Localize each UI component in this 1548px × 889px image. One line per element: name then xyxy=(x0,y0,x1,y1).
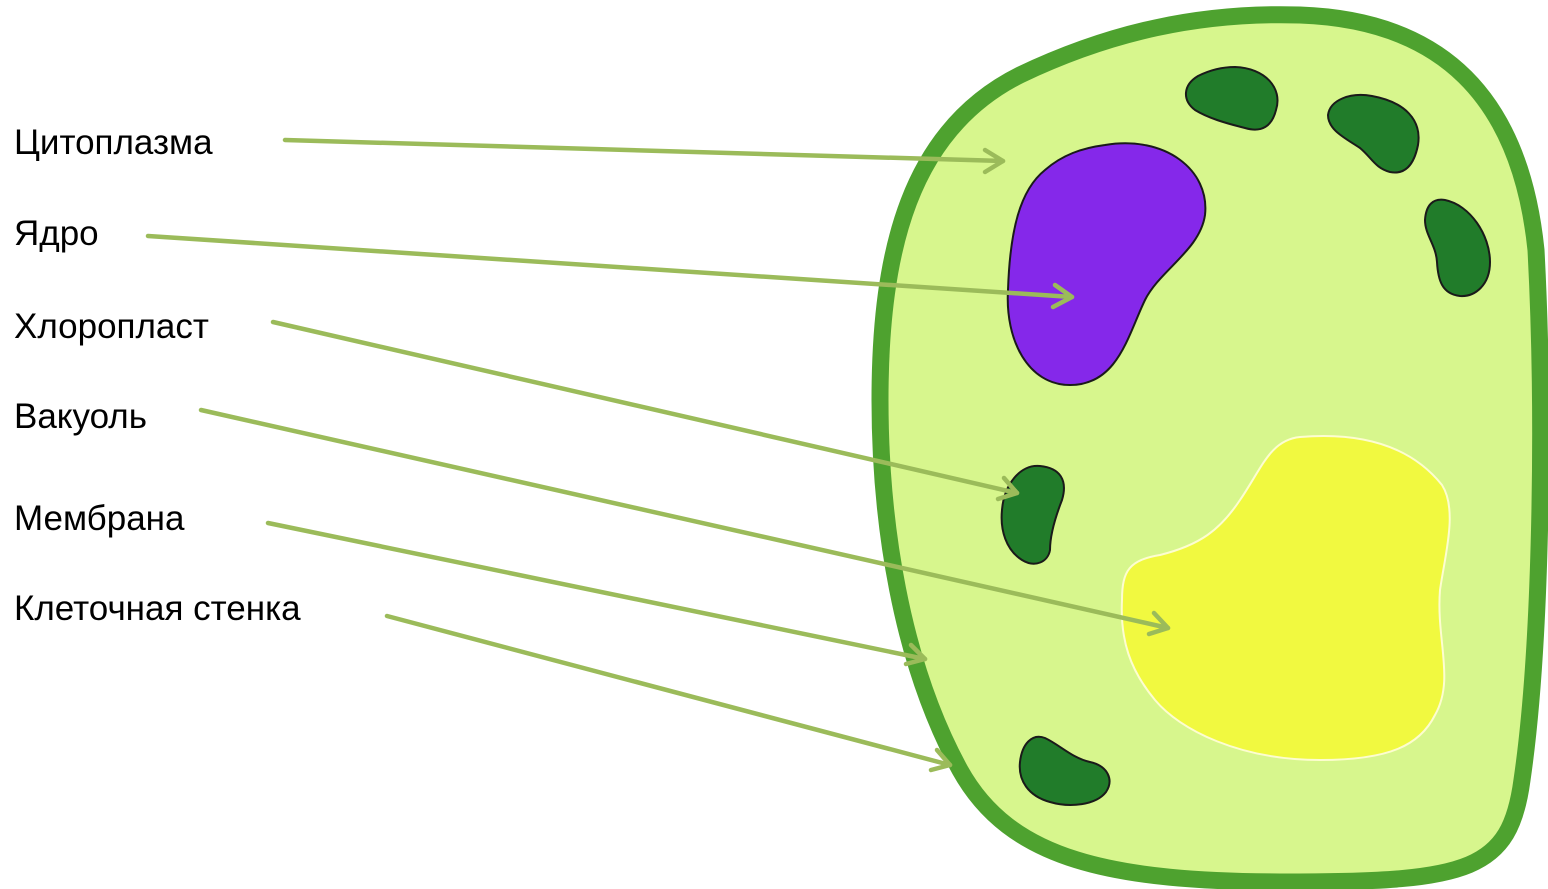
label-chloroplast: Хлоропласт xyxy=(14,307,209,346)
label-membrane: Мембрана xyxy=(14,499,185,538)
label-cell-wall: Клеточная стенка xyxy=(14,589,301,628)
arrow-cytoplasm xyxy=(285,140,1003,172)
cell-body xyxy=(880,15,1541,882)
label-cytoplasm: Цитоплазма xyxy=(14,123,213,162)
label-nucleus: Ядро xyxy=(14,214,99,253)
arrow-membrane xyxy=(268,523,925,664)
arrow-cell-wall xyxy=(387,616,950,770)
label-vacuole: Вакуоль xyxy=(14,397,147,436)
